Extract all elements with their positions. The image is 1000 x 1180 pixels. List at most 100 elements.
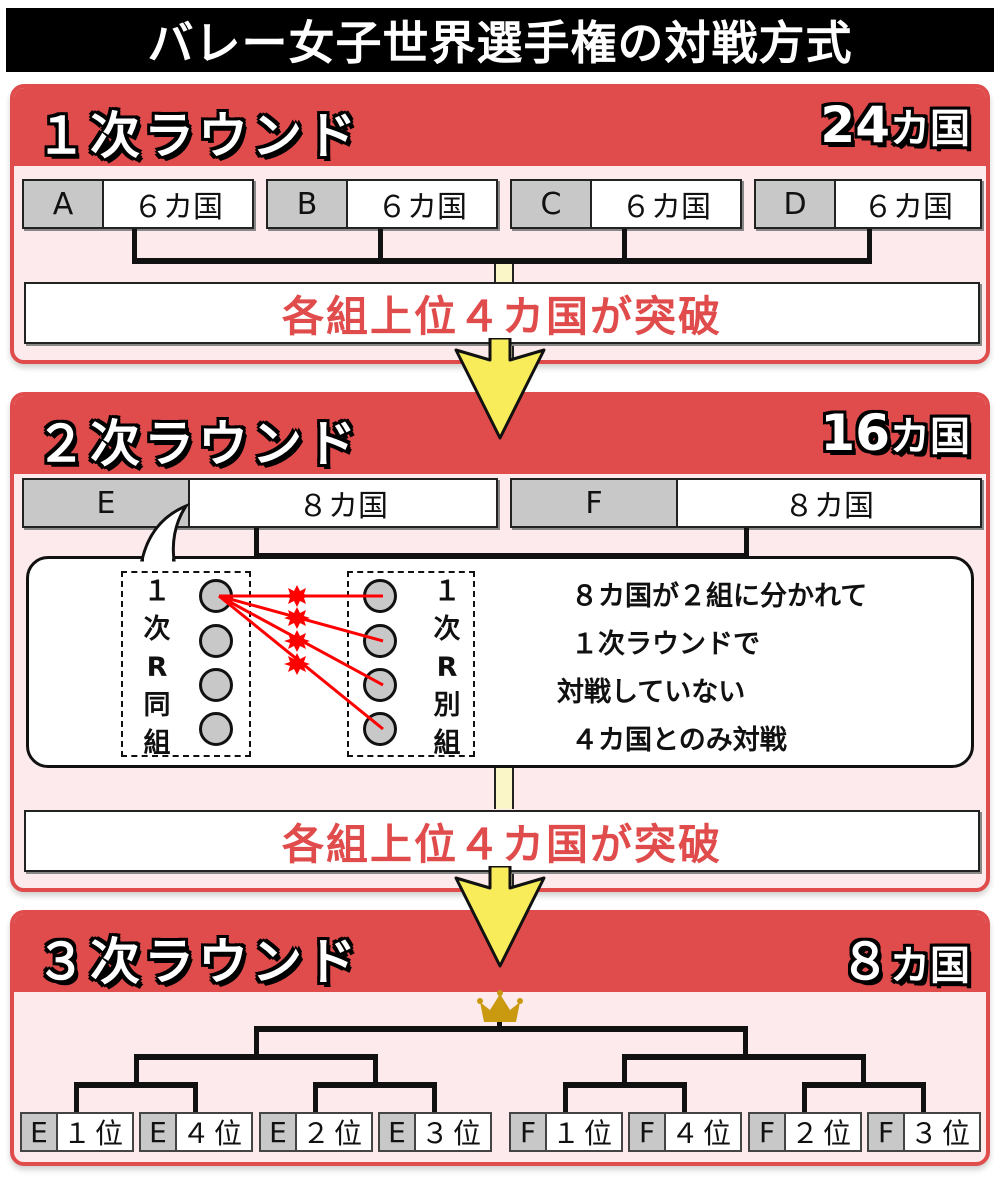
label-char: 組 <box>143 728 171 759</box>
label-char: 組 <box>433 728 461 759</box>
group-letter: A <box>24 181 104 227</box>
round1-name: １次ラウンド <box>36 107 360 165</box>
round1-count-number: 24 <box>820 96 890 154</box>
label-char: 同 <box>143 690 171 721</box>
explanation-line: ８カ国が２組に分かれて <box>571 581 868 612</box>
bracket-line <box>563 1082 568 1112</box>
label-char: １ <box>433 576 461 607</box>
bracket-line <box>921 1082 926 1112</box>
round2-count-number: 16 <box>820 404 890 462</box>
connector-line <box>378 229 383 263</box>
group-e: E ８カ国 <box>22 478 498 528</box>
round3-count-number: ８ <box>840 933 890 991</box>
group-size: ６カ国 <box>621 190 711 225</box>
group-letter: B <box>268 181 348 227</box>
bracket-line <box>432 1082 437 1112</box>
seed-group: E <box>380 1114 416 1150</box>
bracket-line <box>193 1082 198 1112</box>
bracket-line <box>622 1054 866 1060</box>
round1-header: １次ラウンド 24カ国 <box>14 88 986 166</box>
seed-rank: １位 <box>551 1117 616 1150</box>
seed-rank: ３位 <box>909 1117 974 1150</box>
connector-line <box>132 229 137 263</box>
seed-group: F <box>630 1114 666 1150</box>
round2-name: ２次ラウンド <box>36 415 360 473</box>
seed-rank: ２位 <box>790 1117 855 1150</box>
seed-rank: ３位 <box>420 1117 485 1150</box>
group-letter: F <box>512 480 678 526</box>
seed-group: F <box>869 1114 905 1150</box>
bracket-line <box>373 1054 378 1084</box>
arrow-shaft <box>494 264 514 284</box>
label-char: R <box>436 652 458 683</box>
label-char: 次 <box>143 614 171 645</box>
bracket-line <box>682 1082 687 1112</box>
group-size: ６カ国 <box>863 190 953 225</box>
round2-advance-box: 各組上位４カ国が突破 <box>24 810 980 872</box>
group-size: ６カ国 <box>133 190 223 225</box>
bracket-line <box>134 1054 378 1060</box>
round1-count-unit: カ国 <box>890 106 970 152</box>
group-size: ６カ国 <box>377 190 467 225</box>
group-f: F ８カ国 <box>510 478 982 528</box>
other-group-label: １ 次 R 別 組 <box>427 573 467 763</box>
group-size: ８カ国 <box>784 489 874 524</box>
down-arrow-icon <box>454 338 546 440</box>
label-char: 次 <box>433 614 461 645</box>
connector-line <box>254 528 259 558</box>
round2-panel: ２次ラウンド 16カ国 E ８カ国 F ８カ国 １ 次 R 同 組 １ 次 R … <box>10 392 990 892</box>
bracket-line <box>74 1082 79 1112</box>
connector-line <box>867 229 872 263</box>
page-title: バレー女子世界選手権の対戦方式 <box>6 8 994 72</box>
callout-tail <box>140 502 190 562</box>
team-dot <box>199 712 233 746</box>
round1-panel: １次ラウンド 24カ国 A ６カ国 B ６カ国 C ６カ国 D ６カ国 各組上位… <box>10 84 990 364</box>
seed-group: F <box>750 1114 786 1150</box>
crown-icon <box>477 990 523 1022</box>
round3-name: ３次ラウンド <box>36 933 360 991</box>
seed-rank: ４位 <box>181 1117 246 1150</box>
bracket-line <box>802 1082 926 1088</box>
bracket-line <box>254 1026 259 1056</box>
explanation-line: 対戦していない <box>557 677 746 708</box>
seed-rank: １位 <box>62 1117 127 1150</box>
round2-count: 16カ国 <box>820 404 970 462</box>
seed-group: E <box>141 1114 177 1150</box>
seed-rank: ２位 <box>301 1117 366 1150</box>
same-group-label: １ 次 R 同 組 <box>137 573 177 763</box>
bracket-line <box>861 1054 866 1084</box>
down-arrow-icon <box>454 866 546 968</box>
round1-count: 24カ国 <box>820 96 970 154</box>
connector-line <box>744 528 749 558</box>
callout-bubble: １ 次 R 同 組 １ 次 R 別 組 <box>26 556 974 768</box>
match-lines <box>218 585 384 731</box>
group-letter: E <box>24 480 190 526</box>
bracket-line <box>802 1082 807 1112</box>
group-d: D ６カ国 <box>754 179 982 229</box>
connector-line <box>622 229 627 263</box>
group-size: ８カ国 <box>298 489 388 524</box>
group-letter: C <box>512 181 592 227</box>
explanation-line: ４カ国とのみ対戦 <box>571 725 787 756</box>
round1-advance-box: 各組上位４カ国が突破 <box>24 282 980 344</box>
label-char: 別 <box>433 690 461 721</box>
bracket-line <box>743 1026 748 1056</box>
team-dot <box>199 624 233 658</box>
team-dot <box>363 624 397 658</box>
seed-group: E <box>261 1114 297 1150</box>
connector-line <box>132 258 872 264</box>
group-c: C ６カ国 <box>510 179 742 229</box>
bracket-line <box>254 1026 748 1032</box>
label-char: １ <box>143 576 171 607</box>
other-group-box <box>347 571 475 757</box>
team-dot <box>199 668 233 702</box>
